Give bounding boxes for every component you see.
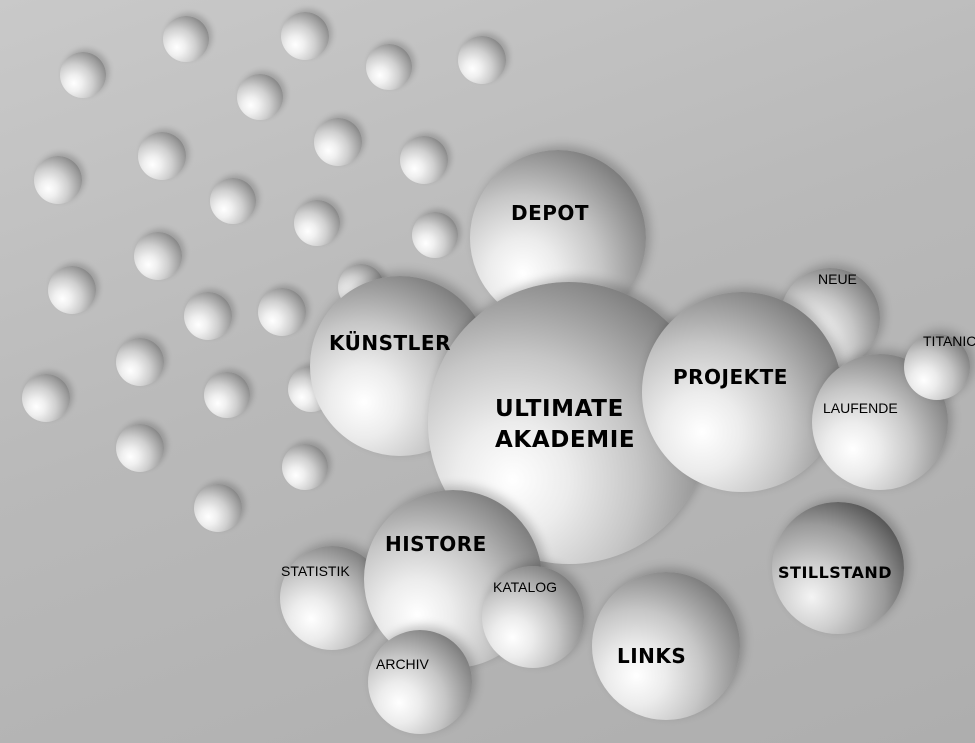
statistik-label[interactable]: STATISTIK (281, 563, 350, 579)
decor-ball (48, 266, 96, 314)
decor-ball (458, 36, 506, 84)
ultimate-label-line1: ULTIMATE (495, 396, 624, 422)
decor-ball (22, 374, 70, 422)
histore-label[interactable]: HISTORE (385, 532, 487, 556)
decor-ball (138, 132, 186, 180)
decor-ball (210, 178, 256, 224)
decor-ball (314, 118, 362, 166)
katalog-label[interactable]: KATALOG (493, 579, 558, 595)
archiv-sphere[interactable] (368, 630, 472, 734)
decor-ball (60, 52, 106, 98)
decor-ball (204, 372, 250, 418)
archiv-label[interactable]: ARCHIV (376, 656, 429, 672)
links-sphere[interactable] (592, 572, 740, 720)
decor-ball (258, 288, 306, 336)
decor-ball (34, 156, 82, 204)
projekte-label[interactable]: PROJEKTE (673, 365, 788, 389)
laufende-label[interactable]: LAUFENDE (823, 400, 898, 416)
decor-ball (116, 424, 164, 472)
decor-ball (412, 212, 458, 258)
stillstand-sphere[interactable] (772, 502, 904, 634)
decor-ball (116, 338, 164, 386)
titanic-label[interactable]: TITANIC (923, 333, 975, 349)
decor-ball (400, 136, 448, 184)
ultimate-akademie-label[interactable]: ULTIMATE AKADEMIE (495, 394, 635, 456)
decor-ball (282, 444, 328, 490)
ultimate-label-line2: AKADEMIE (495, 427, 636, 453)
titanic-sphere[interactable] (904, 334, 970, 400)
kuenstler-label[interactable]: KÜNSTLER (329, 331, 451, 355)
depot-label[interactable]: DEPOT (511, 201, 590, 225)
decor-ball (184, 292, 232, 340)
decor-ball (366, 44, 412, 90)
neue-label[interactable]: NEUE (818, 271, 857, 287)
projekte-sphere[interactable] (642, 292, 842, 492)
stillstand-label[interactable]: STILLSTAND (778, 563, 893, 582)
decor-ball (237, 74, 283, 120)
decor-ball (134, 232, 182, 280)
decor-ball (281, 12, 329, 60)
links-label[interactable]: LINKS (617, 644, 687, 668)
decor-ball (163, 16, 209, 62)
katalog-sphere[interactable] (482, 566, 584, 668)
decor-ball (194, 484, 242, 532)
decor-ball (294, 200, 340, 246)
